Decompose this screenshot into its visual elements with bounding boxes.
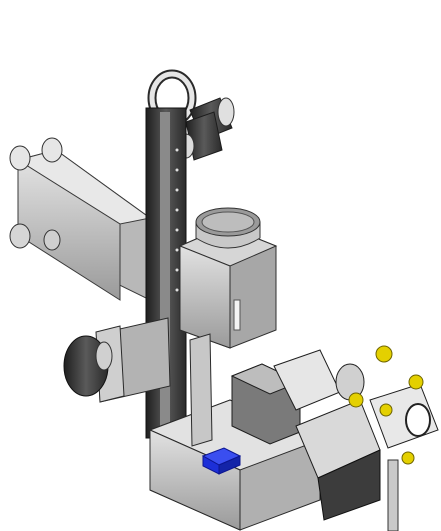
left-horizontal-beam bbox=[9, 137, 152, 301]
sensor-housing-block bbox=[178, 225, 278, 349]
mesh-basket bbox=[195, 207, 261, 249]
left-dark-roller bbox=[63, 335, 113, 397]
right-gearbox-assembly bbox=[230, 349, 439, 531]
yellow-knobs bbox=[348, 345, 424, 465]
blue-marker-block bbox=[201, 447, 242, 475]
